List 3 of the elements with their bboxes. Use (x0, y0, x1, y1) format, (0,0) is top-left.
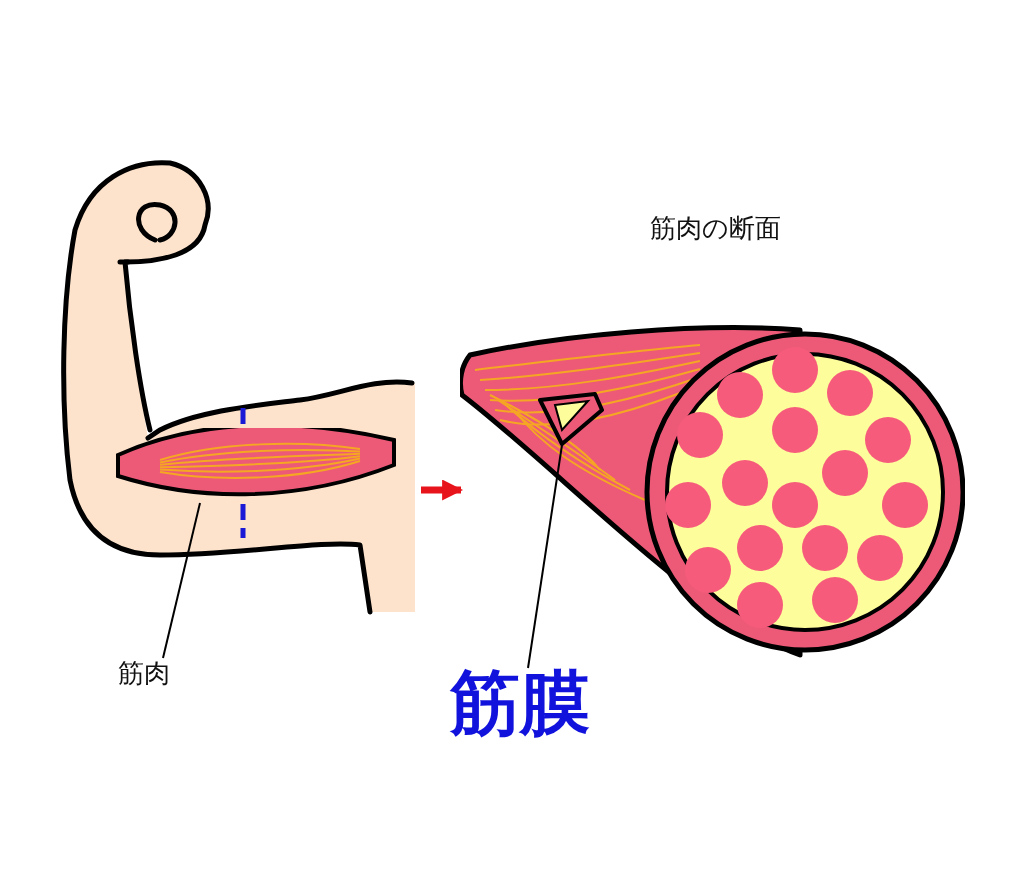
fascia-label: 筋膜 (450, 668, 590, 738)
heading-text: 筋肉の断面 (650, 215, 781, 241)
muscle-label: 筋肉 (118, 660, 170, 686)
